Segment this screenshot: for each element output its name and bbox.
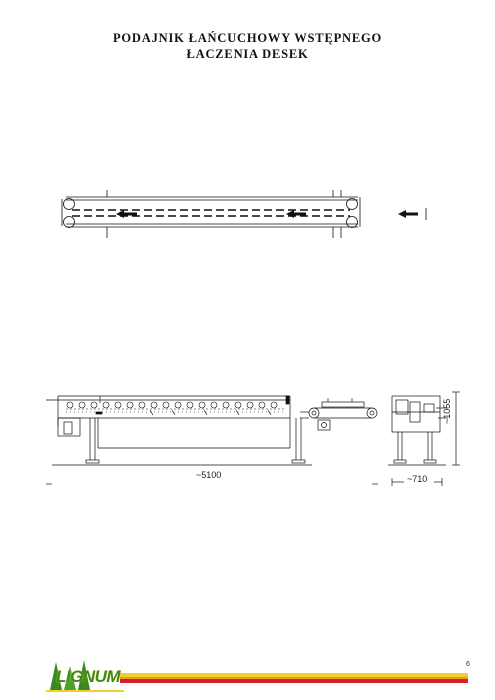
chain-rollers xyxy=(66,401,286,413)
sprocket-wheel xyxy=(346,198,358,210)
dimension-lines xyxy=(46,478,443,486)
length-dimension: ~5100 xyxy=(196,470,222,480)
page-title-line2: ŁACZENIA DESEK xyxy=(186,47,309,61)
pusher-markers xyxy=(95,395,290,416)
conveyor-top-view xyxy=(61,190,361,238)
page-number: 6 xyxy=(466,661,470,668)
sprocket-wheel xyxy=(346,216,358,228)
sprocket-wheel xyxy=(63,198,75,210)
lignum-logo xyxy=(46,660,124,692)
arrow-left-icon xyxy=(286,210,306,218)
height-dimension: ~1055 xyxy=(442,398,452,424)
footer-color-bar xyxy=(120,673,468,691)
arrow-left-icon xyxy=(398,208,427,220)
conveyor-end-view xyxy=(388,391,460,466)
infeed-section xyxy=(300,398,378,431)
width-dimension: ~710 xyxy=(407,474,428,484)
sprocket-wheel xyxy=(63,216,75,228)
tree-icon xyxy=(50,660,90,690)
conveyor-side-view xyxy=(46,395,312,466)
logo-text: LIGNUM xyxy=(56,667,121,686)
arrow-left-icon xyxy=(116,210,137,218)
page-title-line1: PODAJNIK ŁAŃCUCHOWY WSTĘPNEGO xyxy=(112,31,383,45)
